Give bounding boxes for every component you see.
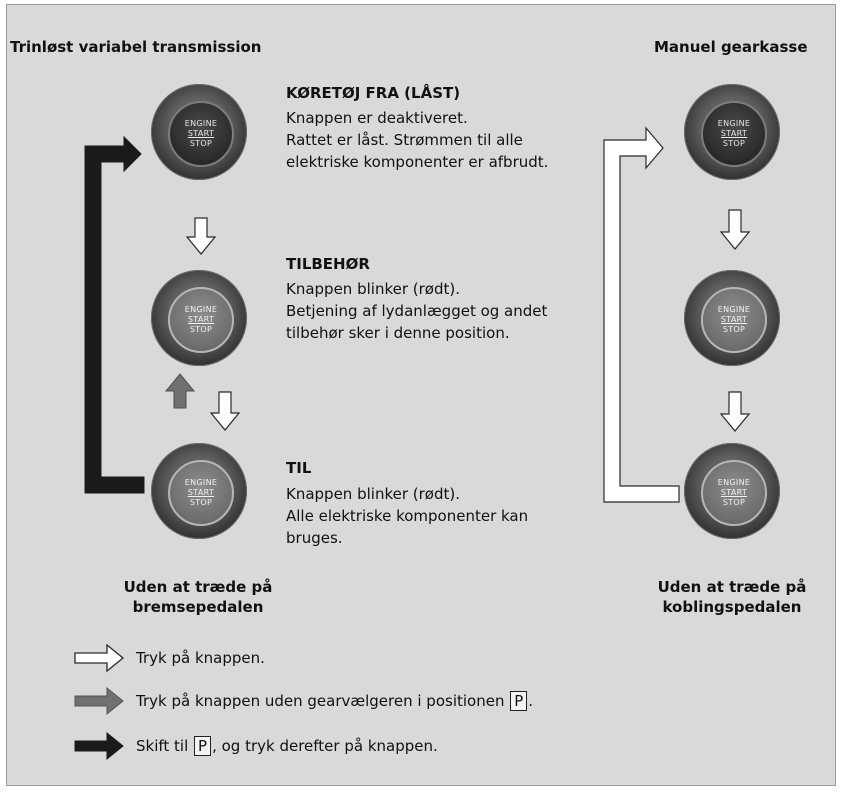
- legend-black-arrow-icon: [74, 731, 124, 761]
- legend-white-arrow-icon: [74, 643, 125, 673]
- right-white-loop-arrow: [603, 126, 680, 503]
- state-off-title: KØRETØJ FRA (LÅST): [286, 84, 461, 102]
- p-position-badge: P: [510, 691, 528, 711]
- legend-item-press-button: Tryk på knappen.: [136, 649, 265, 667]
- state-on-title: TIL: [286, 459, 312, 477]
- heading-manual: Manuel gearkasse: [654, 38, 808, 56]
- engine-start-stop-button-manual-off: ENGINE START STOP: [684, 84, 780, 180]
- up-arrow-on-to-acc: [164, 373, 196, 409]
- diagram-panel: Trinløst variabel transmission Manuel ge…: [6, 4, 836, 786]
- caption-clutch-pedal: Uden at træde på koblingspedalen: [657, 578, 807, 616]
- left-black-loop-arrow: [84, 135, 145, 494]
- state-accessory-description: Knappen blinker (rødt). Betjening af lyd…: [286, 280, 548, 342]
- engine-start-stop-button-off: ENGINE START STOP: [151, 84, 247, 180]
- flow-lines: [84, 126, 751, 503]
- down-arrow-acc-to-on: [209, 391, 241, 431]
- p-position-badge: P: [194, 736, 212, 756]
- heading-cvt: Trinløst variabel transmission: [10, 38, 262, 56]
- engine-start-stop-button-manual-on: ENGINE START STOP: [684, 443, 780, 539]
- right-down-arrow-2: [719, 391, 751, 432]
- engine-start-stop-button-manual-accessory: ENGINE START STOP: [684, 270, 780, 366]
- engine-start-stop-button-on: ENGINE START STOP: [151, 443, 247, 539]
- legend-item-shift-to-p: Skift til P, og tryk derefter på knappen…: [136, 736, 438, 756]
- legend-gray-arrow-icon: [74, 686, 124, 716]
- state-off-description: Knappen er deaktiveret. Rattet er låst. …: [286, 109, 549, 171]
- down-arrow-off-to-acc: [185, 217, 217, 255]
- legend-item-press-without-p: Tryk på knappen uden gearvælgeren i posi…: [136, 691, 534, 711]
- state-on-description: Knappen blinker (rødt). Alle elektriske …: [286, 485, 529, 547]
- engine-start-stop-button-accessory: ENGINE START STOP: [151, 270, 247, 366]
- caption-brake-pedal: Uden at træde på bremsepedalen: [123, 578, 273, 616]
- state-accessory-title: TILBEHØR: [286, 255, 370, 273]
- right-down-arrow-1: [719, 209, 751, 250]
